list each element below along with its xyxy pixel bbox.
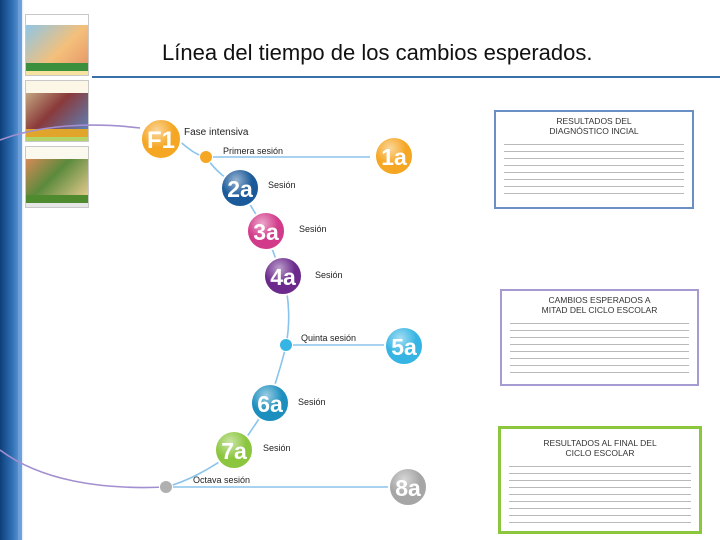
svg-text:F1: F1 xyxy=(147,127,175,154)
eighth-session-dot xyxy=(159,480,173,494)
panel-title-line1: RESULTADOS AL FINAL DEL xyxy=(543,438,657,448)
circle-session-7a: 7a xyxy=(214,430,254,470)
svg-text:8a: 8a xyxy=(395,475,421,501)
circle-session-4a: 4a xyxy=(263,256,303,296)
svg-text:3a: 3a xyxy=(253,219,279,245)
panel-title-line1: RESULTADOS DEL xyxy=(556,116,632,126)
first-session-dot xyxy=(199,150,213,164)
circle-session-3a: 3a xyxy=(246,211,286,251)
circle-session-8a: 8a xyxy=(388,467,428,507)
session-3a-label: Sesión xyxy=(299,224,327,234)
circle-session-6a: 6a xyxy=(250,383,290,423)
panel-final-ciclo: RESULTADOS AL FINAL DEL CICLO ESCOLAR xyxy=(498,426,702,534)
book-cover-2 xyxy=(25,80,89,142)
svg-text:4a: 4a xyxy=(270,264,296,290)
panel-title-line1: CAMBIOS ESPERADOS A xyxy=(548,295,651,305)
panel-writing-lines xyxy=(504,144,684,200)
book-cover-1 xyxy=(25,14,89,76)
panel-diagnostico-inicial: RESULTADOS DEL DIAGNÓSTICO INCIAL xyxy=(494,110,694,209)
svg-text:2a: 2a xyxy=(227,176,253,202)
circle-session-2a: 2a xyxy=(220,168,260,208)
session-5a-label: Quinta sesión xyxy=(301,333,357,343)
page-title: Línea del tiempo de los cambios esperado… xyxy=(162,40,593,65)
circle-session-5a: 5a xyxy=(384,326,424,366)
panel-mitad-ciclo: CAMBIOS ESPERADOS A MITAD DEL CICLO ESCO… xyxy=(500,289,699,386)
svg-text:6a: 6a xyxy=(257,391,283,417)
fifth-session-dot xyxy=(279,338,293,352)
svg-text:1a: 1a xyxy=(381,144,407,170)
phase-label: Fase intensiva xyxy=(184,127,249,138)
svg-text:7a: 7a xyxy=(221,438,247,464)
curve-bottom-left xyxy=(0,449,166,489)
book-cover-3 xyxy=(25,146,89,208)
panel-title-line2: MITAD DEL CICLO ESCOLAR xyxy=(541,305,658,315)
first-session-label: Primera sesión xyxy=(223,146,284,156)
session-2a-label: Sesión xyxy=(268,180,296,190)
circle-session-1a: 1a xyxy=(374,136,414,176)
panel-writing-lines xyxy=(510,323,689,379)
session-7a-label: Sesión xyxy=(263,443,291,453)
panel-title-line2: CICLO ESCOLAR xyxy=(565,448,635,458)
svg-text:5a: 5a xyxy=(391,334,417,360)
panel-writing-lines xyxy=(509,466,691,529)
sidebar-glow xyxy=(18,0,24,540)
circle-f1: F1 xyxy=(140,118,182,160)
curve-top-left xyxy=(0,124,141,141)
session-4a-label: Sesión xyxy=(315,270,343,280)
timeline-path xyxy=(165,139,394,488)
session-8a-label: Octava sesión xyxy=(193,475,251,485)
panel-title-line2: DIAGNÓSTICO INCIAL xyxy=(549,126,639,136)
title-divider xyxy=(92,76,720,78)
session-6a-label: Sesión xyxy=(298,397,326,407)
